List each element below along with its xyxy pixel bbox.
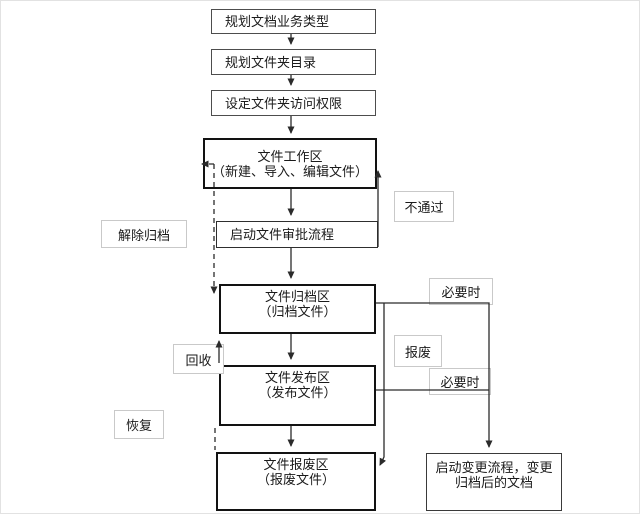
edge-label-scrap: 报废 — [394, 335, 442, 367]
node-label: 文件归档区 — [264, 289, 330, 304]
node-sublabel: （归档文件） — [258, 304, 337, 319]
node-label: 规划文档业务类型 — [225, 14, 330, 29]
node-plan-folder-dir: 规划文件夹目录 — [211, 49, 376, 75]
node-sublabel: （报废文件） — [256, 472, 335, 487]
node-plan-doc-type: 规划文档业务类型 — [211, 9, 376, 34]
edge-label-release-archive: 解除归档 — [101, 220, 187, 248]
edge-label-recycle: 回收 — [173, 344, 224, 374]
node-sublabel: （发布文件） — [258, 385, 337, 400]
node-label: 文件工作区 — [257, 148, 323, 164]
edge-scrap-branch — [379, 303, 387, 466]
node-label: 文件发布区 — [264, 370, 330, 385]
edge-label-when-necessary-2: 必要时 — [429, 368, 491, 395]
node-sublabel: （新建、导入、编辑文件） — [211, 163, 368, 179]
node-label: 启动变更流程，变更 — [435, 460, 553, 475]
node-label: 设定文件夹访问权限 — [225, 95, 343, 111]
node-sublabel: 归档后的文档 — [454, 475, 533, 490]
node-start-approval: 启动文件审批流程 — [216, 221, 378, 248]
node-work-area: 文件工作区 （新建、导入、编辑文件） — [203, 138, 377, 189]
node-scrap-area: 文件报废区 （报废文件） — [216, 452, 376, 511]
node-publish-area: 文件发布区 （发布文件） — [219, 365, 376, 426]
node-label: 启动文件审批流程 — [230, 227, 335, 242]
node-change-process: 启动变更流程，变更 归档后的文档 — [426, 453, 562, 511]
node-label: 规划文件夹目录 — [225, 54, 317, 70]
edge-label-not-passed: 不通过 — [394, 191, 454, 222]
node-label: 文件报废区 — [263, 457, 329, 472]
edge-label-restore: 恢复 — [114, 410, 164, 439]
node-set-folder-perms: 设定文件夹访问权限 — [211, 90, 376, 116]
edge-label-when-necessary-1: 必要时 — [429, 278, 493, 305]
node-archive-area: 文件归档区 （归档文件） — [219, 284, 376, 334]
